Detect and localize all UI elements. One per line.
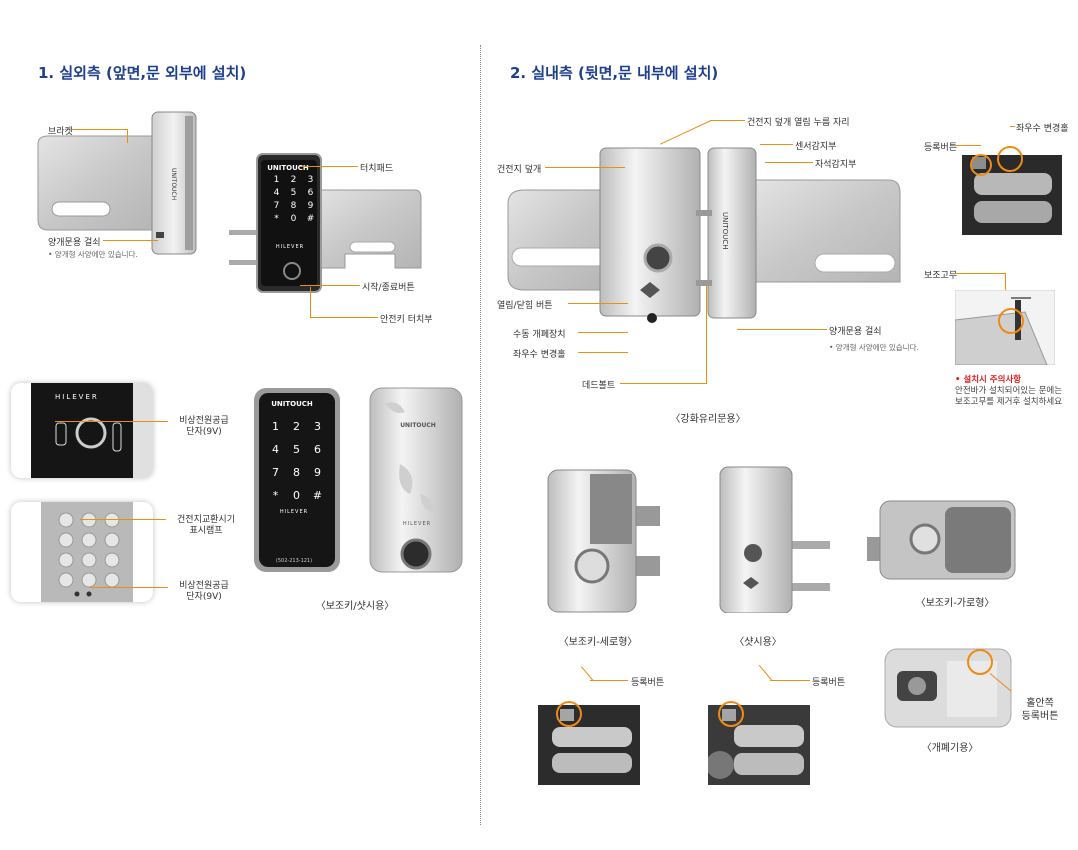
product-brand-silver: UNITOUCH (400, 422, 436, 429)
product-phone: (502-213-121) (275, 558, 313, 564)
reg-button-label-3: 등록버튼 (812, 678, 846, 688)
product-maker-silver: HILEVER (402, 521, 432, 527)
sensor-label: 센서감지부 (795, 142, 837, 152)
deadbolt-label: 데드볼트 (582, 381, 616, 391)
reg-button-highlight-3 (718, 701, 744, 727)
reg-button-highlight (970, 154, 992, 176)
bracket-label: 브라켓 (48, 127, 73, 137)
reg-button-highlight-2 (556, 701, 582, 727)
touchpad-label: 터치패드 (360, 164, 394, 174)
double-hook-note: • 양개형 사양에만 있습니다. (48, 250, 138, 259)
battery-photo-1 (538, 705, 640, 785)
open-close-button-label: 열림/닫힘 버튼 (497, 301, 553, 311)
left-heading: 1. 실외측 (앞면,문 외부에 설치) (38, 64, 247, 82)
warning-title: • 설치시 주의사항 (955, 375, 1022, 385)
right-heading: 2. 실내측 (뒷면,문 내부에 설치) (510, 64, 719, 82)
reg-button-label-2: 등록버튼 (631, 678, 665, 688)
svg-text:UNITOUCH: UNITOUCH (170, 168, 177, 200)
svg-text:UNITOUCH: UNITOUCH (721, 212, 729, 250)
battery-cover-label: 건전지 덮개 (497, 165, 542, 175)
lr-hole-top-label: 좌우수 변경홀 (1016, 124, 1069, 134)
aux-rubber-highlight (998, 308, 1024, 334)
lr-hole-label: 좌우수 변경홀 (513, 350, 566, 360)
safe-key-touch-label: 안전키 터치부 (380, 315, 433, 325)
front-brand: UNITOUCH (267, 164, 309, 172)
aux-horizontal-photo (867, 500, 1016, 580)
sash-caption: 〈샷시용〉 (734, 637, 782, 648)
center-divider (480, 45, 481, 825)
opener-caption: 〈개폐기용〉 (921, 743, 979, 754)
emergency-power-label-2: 비상전원공급 단자(9V) (179, 581, 229, 603)
front-maker: HILEVER (275, 244, 305, 250)
sash-photo (719, 466, 830, 613)
product-views (254, 387, 463, 573)
magnet-sensor-label: 자석감지부 (815, 160, 857, 170)
right-double-hook-label: 양개문용 걸쇠 (829, 327, 882, 337)
reg-button-label: 등록버튼 (924, 143, 958, 153)
battery-cover-open-label: 건전지 덮개 열림 누름 자리 (747, 118, 850, 128)
front-lock-illustration (229, 153, 422, 293)
opener-photo (884, 648, 1012, 728)
battery-lamp-label: 건전지교환시기 표시램프 (177, 515, 235, 537)
glass-door-illustration: UNITOUCH (507, 147, 901, 323)
closeup-photo-emergency (11, 383, 153, 478)
manual-lock-label: 수동 개폐장치 (513, 330, 566, 340)
aux-vertical-caption: 〈보조키-세로형〉 (558, 637, 638, 648)
product-brand-black: UNITOUCH (271, 400, 313, 408)
glass-caption: 〈강화유리문용〉 (670, 414, 746, 425)
product-maker-black: HILEVER (279, 509, 309, 515)
lr-hole-highlight (997, 146, 1023, 172)
hole-reg-highlight (967, 649, 993, 675)
aux-horizontal-caption: 〈보조키-가로형〉 (915, 598, 995, 609)
aux-rubber-label: 보조고무 (924, 271, 958, 281)
warning-text: 안전바가 설치되어있는 문에는 보조고무를 제거후 설치하세요 (955, 386, 1063, 408)
closeup-maker: HILEVER (55, 393, 99, 401)
emergency-power-label-1: 비상전원공급 단자(9V) (179, 416, 229, 438)
double-hook-label: 양개문용 걸쇠 (48, 238, 101, 248)
closeup-photo-keypad (11, 502, 153, 602)
bracket-illustration: UNITOUCH (37, 111, 197, 255)
start-button-dial (283, 262, 301, 280)
start-end-button-label: 시작/종료버튼 (362, 283, 415, 293)
hole-reg-button-label: 홀안쪽 등록버튼 (1021, 698, 1059, 722)
right-double-hook-note: • 양개형 사양에만 있습니다. (829, 343, 919, 352)
aux-vertical-photo (547, 469, 660, 613)
left-caption: 〈보조키/샷시용〉 (315, 601, 395, 612)
